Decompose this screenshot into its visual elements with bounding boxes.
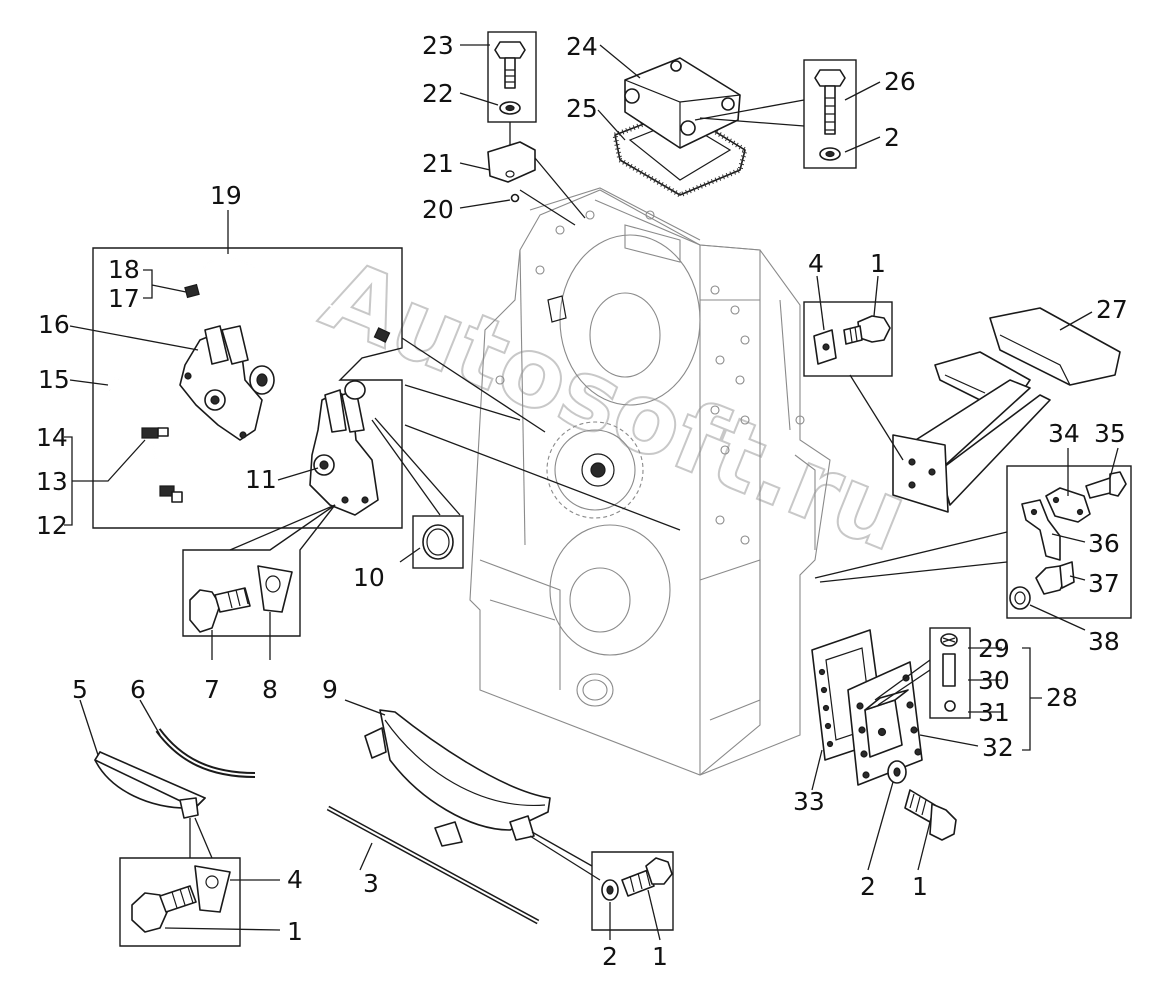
callout-21: 21 [422, 149, 454, 178]
callout-30: 30 [978, 666, 1010, 695]
callout-1-right: 1 [870, 249, 886, 278]
callout-15: 15 [38, 365, 70, 394]
top-cover-group [597, 44, 881, 198]
callout-14: 14 [36, 423, 68, 452]
callout-2-bottom-right: 2 [860, 872, 876, 901]
callout-7: 7 [204, 675, 220, 704]
callout-20: 20 [422, 195, 454, 224]
gearbox-housing [469, 187, 831, 776]
callout-16: 16 [38, 310, 70, 339]
bolt-tab-group [182, 504, 336, 660]
cover-assembly [811, 627, 1042, 791]
callout-11: 11 [245, 465, 277, 494]
callout-box-23-22 [487, 31, 537, 123]
callout-10: 10 [353, 563, 385, 592]
plate-fitting-group [814, 447, 1132, 631]
callout-box-4-1 [803, 301, 893, 377]
callout-18: 18 [108, 255, 140, 284]
callout-1-bottom-left: 1 [287, 917, 303, 946]
bottom-left-group [79, 699, 281, 947]
callout-box-29-31 [929, 627, 971, 719]
callout-4-bottom-left: 4 [287, 865, 303, 894]
callout-35: 35 [1094, 419, 1126, 448]
callout-19: 19 [210, 181, 242, 210]
callout-33: 33 [793, 787, 825, 816]
bracket-group [803, 275, 1121, 513]
callout-17: 17 [108, 284, 140, 313]
callout-box-4-1-bottom [119, 857, 241, 947]
callout-25: 25 [566, 94, 598, 123]
callout-22: 22 [422, 79, 454, 108]
callout-29: 29 [978, 634, 1010, 663]
callout-13: 13 [36, 467, 68, 496]
callout-box-2-1-bottom [591, 851, 674, 931]
pump-group [64, 210, 681, 531]
callout-4-right: 4 [808, 249, 824, 278]
callout-box-7-8 [182, 504, 336, 637]
callout-37: 37 [1088, 569, 1120, 598]
callout-2-top: 2 [884, 123, 900, 152]
bottom-middle-group [326, 699, 674, 941]
callout-38: 38 [1088, 627, 1120, 656]
callout-3: 3 [363, 869, 379, 898]
callout-12: 12 [36, 511, 68, 540]
callout-box-pump [92, 247, 403, 529]
callout-1-bottom-right: 1 [912, 872, 928, 901]
bolt-pair-bottom-right [867, 760, 957, 871]
callout-23: 23 [422, 31, 454, 60]
callout-34: 34 [1048, 419, 1080, 448]
callout-box-10 [412, 515, 464, 569]
callout-box-34-38 [1006, 465, 1132, 619]
callout-1-bottom-middle: 1 [652, 942, 668, 971]
callout-2-bottom-middle: 2 [602, 942, 618, 971]
housing-holes [495, 210, 805, 545]
callout-8: 8 [262, 675, 278, 704]
callout-labels: 23 22 21 20 24 25 26 2 19 18 17 16 15 14… [36, 31, 1128, 971]
gear [546, 421, 644, 519]
callout-5: 5 [72, 675, 88, 704]
watermark: Autosoft.ru [308, 238, 922, 573]
callout-36: 36 [1088, 529, 1120, 558]
callout-box-26-2 [803, 59, 857, 169]
bolt-group-top-left [459, 31, 586, 226]
callout-24: 24 [566, 32, 598, 61]
callout-26: 26 [884, 67, 916, 96]
callout-32: 32 [982, 733, 1014, 762]
callout-28: 28 [1046, 683, 1078, 712]
callout-31: 31 [978, 698, 1010, 727]
callout-9: 9 [322, 675, 338, 704]
callout-27: 27 [1096, 295, 1128, 324]
seal-ring-group [399, 515, 464, 569]
callout-6: 6 [130, 675, 146, 704]
